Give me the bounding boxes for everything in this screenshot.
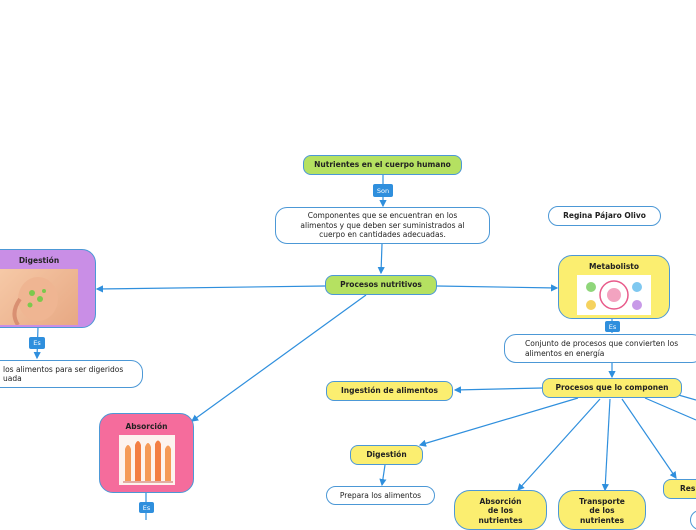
respiration-label: Resp — [680, 484, 696, 494]
abdomen-icon — [12, 277, 58, 326]
son-label: Son — [376, 186, 390, 195]
author-node[interactable]: Regina Pájaro Olivo — [548, 206, 661, 226]
son-connector-tag: Son — [373, 184, 393, 197]
digestion-right-label: Digestión — [366, 450, 407, 460]
absorption-nutrients-label: Absorción de los nutrientes — [478, 497, 523, 525]
processes-compose-node[interactable]: Procesos que lo componen — [542, 378, 682, 398]
main-topic-label: Nutrientes en el cuerpo humano — [314, 160, 451, 170]
es-label: Es — [33, 339, 41, 347]
processes-node[interactable]: Procesos nutritivos — [325, 275, 437, 295]
absorption-image — [118, 435, 175, 486]
digestion-left-label: Digestión — [18, 256, 60, 265]
es-absorption-label: Es — [142, 503, 151, 512]
digestion-image — [0, 269, 78, 326]
intestinal-villi-icon — [118, 435, 175, 486]
author-label: Regina Pájaro Olivo — [563, 211, 646, 221]
processes-compose-label: Procesos que lo componen — [555, 383, 669, 393]
es-metabolism-label: Es — [608, 322, 617, 331]
respiration-node[interactable]: Resp — [663, 479, 696, 499]
metabolism-node[interactable]: Metabolisto — [558, 255, 670, 319]
absorption-left-label: Absorción — [125, 422, 168, 431]
transport-nutrients-node[interactable]: Transporte de los nutrientes — [558, 490, 646, 530]
prepares-food-node[interactable]: Prepara los alimentos — [326, 486, 435, 505]
digestion-right-node[interactable]: Digestión — [350, 445, 423, 465]
ingestion-label: Ingestión de alimentos — [340, 386, 439, 396]
main-topic-node[interactable]: Nutrientes en el cuerpo humano — [303, 155, 462, 175]
absorption-nutrients-node[interactable]: Absorción de los nutrientes — [454, 490, 547, 530]
digestion-left-node[interactable]: Digestión — [0, 249, 96, 328]
transport-nutrients-label: Transporte de los nutrientes — [579, 497, 625, 525]
metabolism-definition-node[interactable]: Conjunto de procesos que convierten los … — [504, 334, 696, 363]
prepares-food-text: Prepara los alimentos — [339, 490, 422, 500]
ingestion-node[interactable]: Ingestión de alimentos — [326, 381, 453, 401]
es-tag-metabolism: Es — [605, 321, 620, 332]
es-tag-digestion: Es — [29, 337, 45, 349]
metabolism-definition-text: Conjunto de procesos que convierten los … — [525, 339, 679, 358]
es-tag-absorption: Es — [139, 502, 154, 513]
digestion-definition-node[interactable]: los alimentos para ser digeridos uada — [0, 360, 143, 388]
components-definition-text: Componentes que se encuentran en los ali… — [300, 211, 465, 240]
processes-label: Procesos nutritivos — [340, 280, 422, 290]
components-definition-node[interactable]: Componentes que se encuentran en los ali… — [275, 207, 490, 244]
metabolism-image — [577, 275, 651, 316]
digestion-definition-text: los alimentos para ser digeridos uada — [3, 364, 124, 383]
body-metabolism-icon — [586, 280, 642, 311]
metabolism-label: Metabolisto — [588, 262, 640, 271]
absorption-left-node[interactable]: Absorción — [99, 413, 194, 493]
